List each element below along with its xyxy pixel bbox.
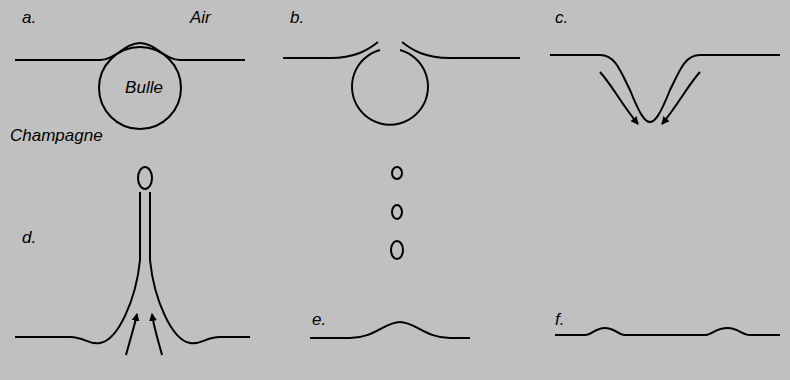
surface-line [283, 42, 378, 58]
surface-line [15, 43, 245, 60]
panel-letter: a. [22, 8, 36, 28]
flow-arrow [662, 72, 700, 124]
cavity-line [550, 55, 780, 122]
bubble-circle [352, 50, 428, 125]
flow-arrow [126, 314, 137, 355]
jet-line [15, 192, 140, 343]
panel-letter: c. [555, 8, 568, 28]
surface-line [402, 42, 520, 58]
droplet [391, 241, 403, 259]
panel-letter: e. [312, 310, 326, 330]
jet-line [150, 192, 250, 343]
medium-label: Air [190, 8, 211, 28]
droplet [138, 167, 152, 189]
surface-line [555, 328, 780, 335]
flow-arrow [152, 314, 162, 355]
bubble-node: Bulle [98, 46, 182, 130]
panel-letter: f. [555, 310, 564, 330]
panel-letter: b. [290, 8, 304, 28]
droplet [392, 167, 402, 179]
droplet [392, 205, 402, 219]
bubble-circle [99, 47, 181, 129]
surface-line [310, 322, 470, 338]
medium-label: Champagne [10, 126, 103, 146]
bubble-label: Bulle [125, 78, 163, 98]
panel-letter: d. [22, 228, 36, 248]
flow-arrow [600, 72, 638, 124]
